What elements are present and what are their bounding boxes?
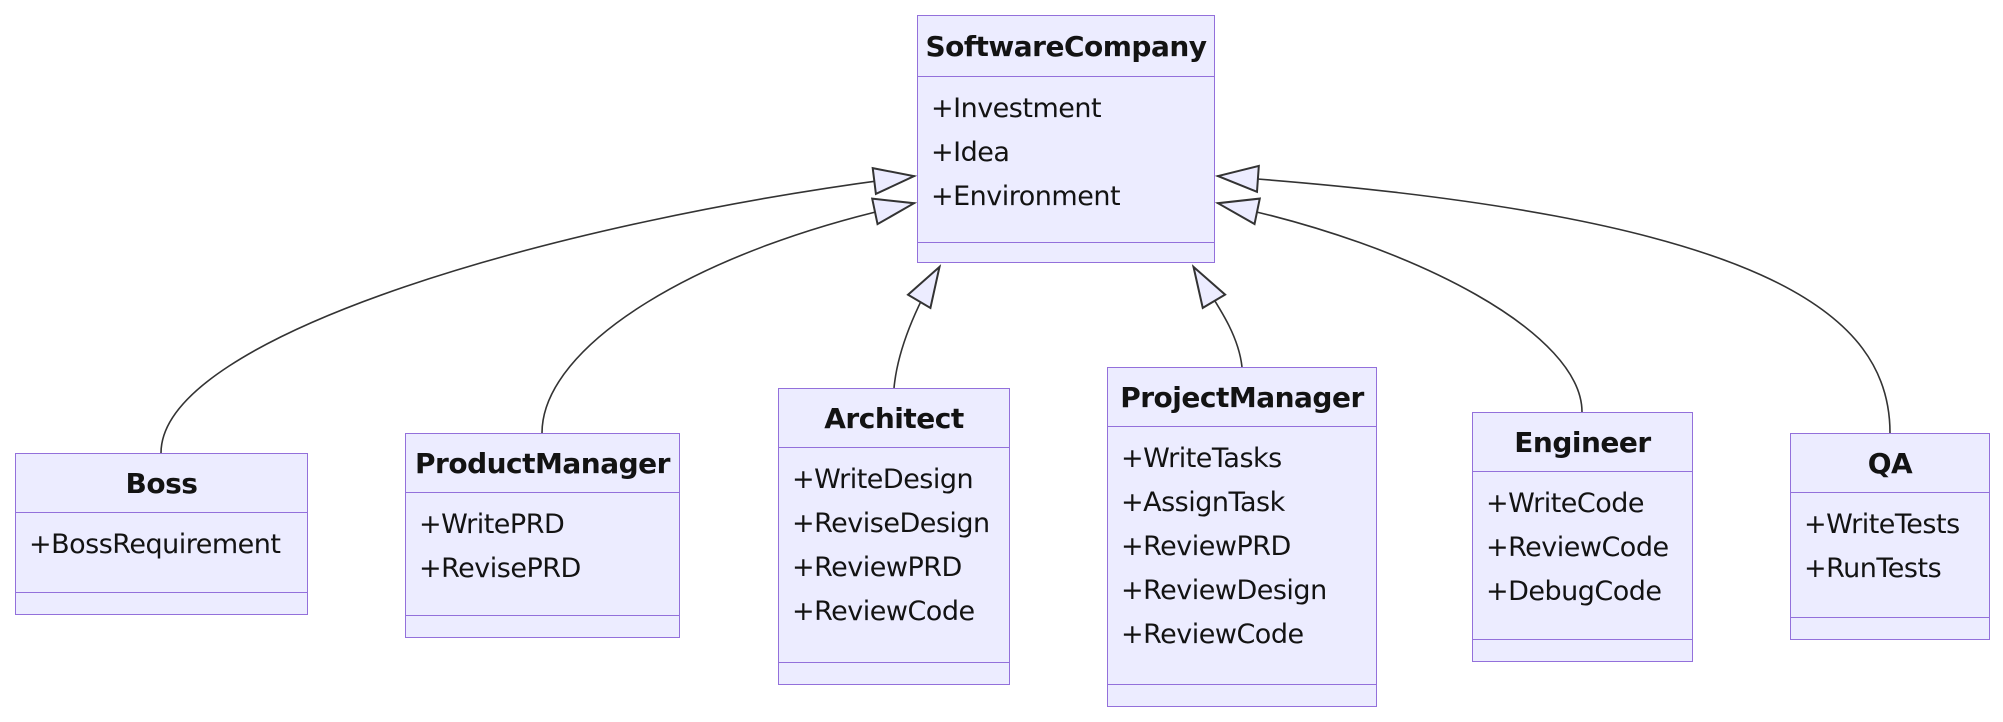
class-methods-empty (1473, 640, 1692, 661)
class-methods-empty (406, 616, 679, 637)
class-attributes: +WriteTasks +AssignTask +ReviewPRD +ReviewD… (1108, 427, 1376, 685)
class-attributes: +WritePRD +RevisePRD (406, 493, 679, 616)
class-attribute: +ReviewDesign (1121, 575, 1327, 606)
class-box-softwarecompany: SoftwareCompany +Investment +Idea +Environ… (917, 15, 1215, 263)
class-box-qa: QA +WriteTests +RunTests (1790, 433, 1990, 640)
class-attribute: +ReviewCode (1486, 532, 1669, 563)
class-attributes: +BossRequirement (16, 513, 307, 593)
class-attribute: +ReviseDesign (792, 508, 990, 539)
class-attribute: +ReviewPRD (1121, 531, 1291, 562)
edge-boss-extends-softwarecompany (160, 166, 918, 454)
class-attributes: +Investment +Idea +Environment (918, 77, 1214, 243)
class-attribute: +WritePRD (419, 509, 565, 540)
class-title: Boss (16, 454, 307, 513)
class-methods-empty (1108, 685, 1376, 706)
class-attribute: +WriteTasks (1121, 443, 1282, 474)
class-methods-empty (1791, 618, 1989, 639)
edge-engineer-extends-softwarecompany (1214, 197, 1583, 413)
class-attributes: +WriteTests +RunTests (1791, 493, 1989, 618)
class-attribute: +WriteCode (1486, 488, 1645, 519)
class-attribute: +RunTests (1804, 553, 1942, 584)
class-attribute: +ReviewCode (792, 596, 975, 627)
class-attribute: +Idea (931, 137, 1010, 168)
class-attribute: +ReviewPRD (792, 552, 962, 583)
class-attribute: +RevisePRD (419, 553, 581, 584)
class-title: Engineer (1473, 413, 1692, 472)
class-title: Architect (779, 389, 1009, 448)
edge-qa-extends-softwarecompany (1214, 164, 1891, 434)
class-attribute: +DebugCode (1486, 576, 1662, 607)
class-box-projectmanager: ProjectManager +WriteTasks +AssignTask +Re… (1107, 367, 1377, 707)
class-methods-empty (779, 663, 1009, 684)
class-attribute: +BossRequirement (29, 529, 281, 560)
edge-productmanager-extends-softwarecompany (541, 197, 918, 434)
class-attribute: +Environment (931, 181, 1121, 212)
class-methods-empty (918, 243, 1214, 262)
class-title: QA (1791, 434, 1989, 493)
edge-architect-extends-softwarecompany (893, 264, 942, 389)
edge-projectmanager-extends-softwarecompany (1191, 264, 1243, 368)
class-attribute: +WriteTests (1804, 509, 1960, 540)
class-box-architect: Architect +WriteDesign +ReviseDesign +Revi… (778, 388, 1010, 685)
class-box-productmanager: ProductManager +WritePRD +RevisePRD (405, 433, 680, 638)
class-attributes: +WriteDesign +ReviseDesign +ReviewPRD +Revi… (779, 448, 1009, 663)
class-methods-empty (16, 593, 307, 614)
class-attribute: +WriteDesign (792, 464, 974, 495)
class-title: ProjectManager (1108, 368, 1376, 427)
class-title: ProductManager (406, 434, 679, 493)
class-box-boss: Boss +BossRequirement (15, 453, 308, 615)
class-attribute: +AssignTask (1121, 487, 1285, 518)
class-box-engineer: Engineer +WriteCode +ReviewCode +DebugCode (1472, 412, 1693, 662)
class-title: SoftwareCompany (918, 16, 1214, 77)
class-attribute: +ReviewCode (1121, 619, 1304, 650)
class-attribute: +Investment (931, 93, 1102, 124)
class-attributes: +WriteCode +ReviewCode +DebugCode (1473, 472, 1692, 640)
